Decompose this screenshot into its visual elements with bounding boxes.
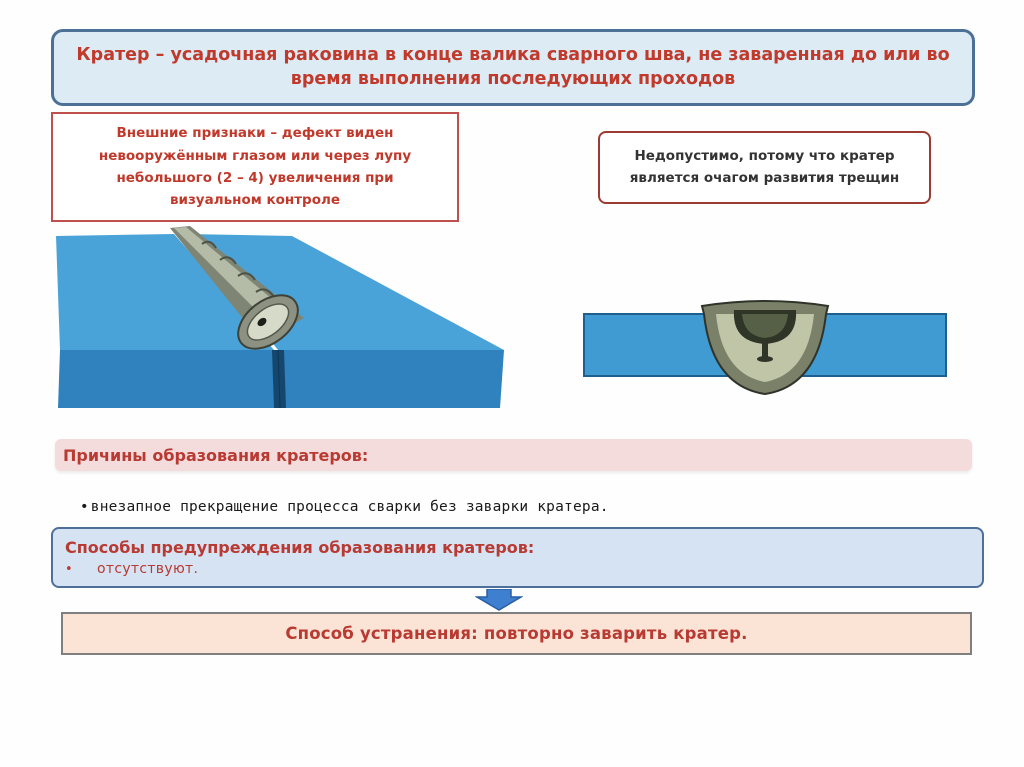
external-signs-box: Внешние признаки – дефект виден невооруж…	[51, 112, 459, 222]
prevention-list-item: • отсутствуют.	[65, 559, 982, 579]
left-plate-top	[56, 234, 274, 350]
bullet: •	[65, 561, 73, 577]
causes-heading-bar: Причины образования кратеров:	[55, 439, 972, 471]
crater-pipe	[762, 342, 768, 358]
causes-heading: Причины образования кратеров:	[63, 445, 369, 465]
unacceptable-box: Недопустимо, потому что кратер является …	[598, 131, 931, 204]
prevention-box: Способы предупреждения образования крате…	[51, 527, 984, 588]
slide-title: Кратер – усадочная раковина в конце вали…	[76, 44, 950, 89]
cause-list-item: • внезапное прекращение процесса сварки …	[80, 496, 609, 518]
weld-bead-crater-illustration	[56, 226, 504, 409]
weld-bead	[170, 226, 304, 350]
left-plate-front	[58, 350, 278, 408]
cause-text: внезапное прекращение процесса сварки бе…	[90, 499, 609, 515]
prevention-heading: Способы предупреждения образования крате…	[65, 538, 535, 557]
prevention-text: отсутствуют.	[97, 561, 199, 577]
right-plate-front	[278, 350, 504, 408]
unacceptable-text: Недопустимо, потому что кратер является …	[629, 147, 900, 186]
fix-method-text: Способ устранения: повторно заварить кра…	[285, 624, 748, 643]
title-box: Кратер – усадочная раковина в конце вали…	[51, 29, 975, 106]
bullet: •	[80, 499, 89, 515]
crater-pit	[257, 317, 267, 327]
external-signs-text: Внешние признаки – дефект виден невооруж…	[98, 125, 412, 209]
crater-hollow	[246, 303, 290, 341]
fix-method-box: Способ устранения: повторно заварить кра…	[61, 612, 972, 655]
crater-cross-section-illustration	[583, 300, 947, 396]
arrow-down-icon	[475, 589, 523, 611]
